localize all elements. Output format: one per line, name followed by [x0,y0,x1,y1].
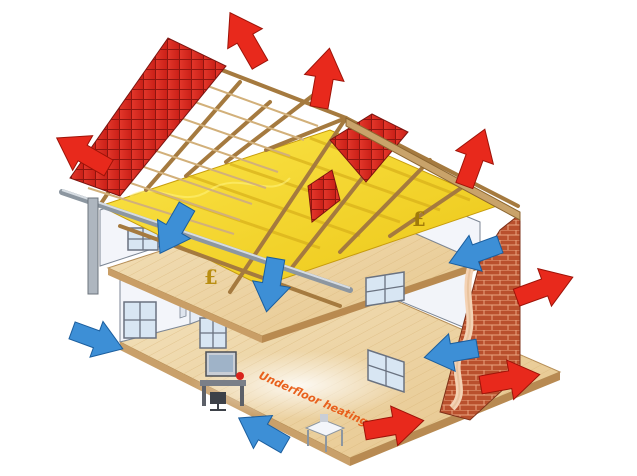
currency-mark: £ [412,207,426,231]
currency-mark: £ [204,265,218,289]
window-icon [123,301,157,339]
heat-loss-arrow [454,128,495,190]
heat-loss-arrow [227,11,269,70]
heat-loss-arrow [362,405,425,447]
airflow-arrow [68,320,124,358]
gutter-icon [59,189,353,295]
window-icon [367,348,405,394]
airflow-arrow [237,414,291,454]
heat-loss-arrows [55,11,574,447]
heat-loss-arrow [303,47,345,110]
window-icon [365,271,405,307]
computer-desk-icon [200,351,246,411]
roof-tiles [69,37,227,197]
heat-loss-arrow [512,267,574,308]
airflow-arrow [156,201,196,255]
heat-loss-arrow [478,359,541,401]
roof-tiles-patch [307,113,409,223]
airflow-arrow [251,256,292,313]
airflow-arrows [68,201,504,454]
heat-loss-arrow [55,135,114,177]
airflow-arrow [448,234,504,272]
side-table-icon [304,414,346,452]
airflow-arrow [423,332,480,373]
